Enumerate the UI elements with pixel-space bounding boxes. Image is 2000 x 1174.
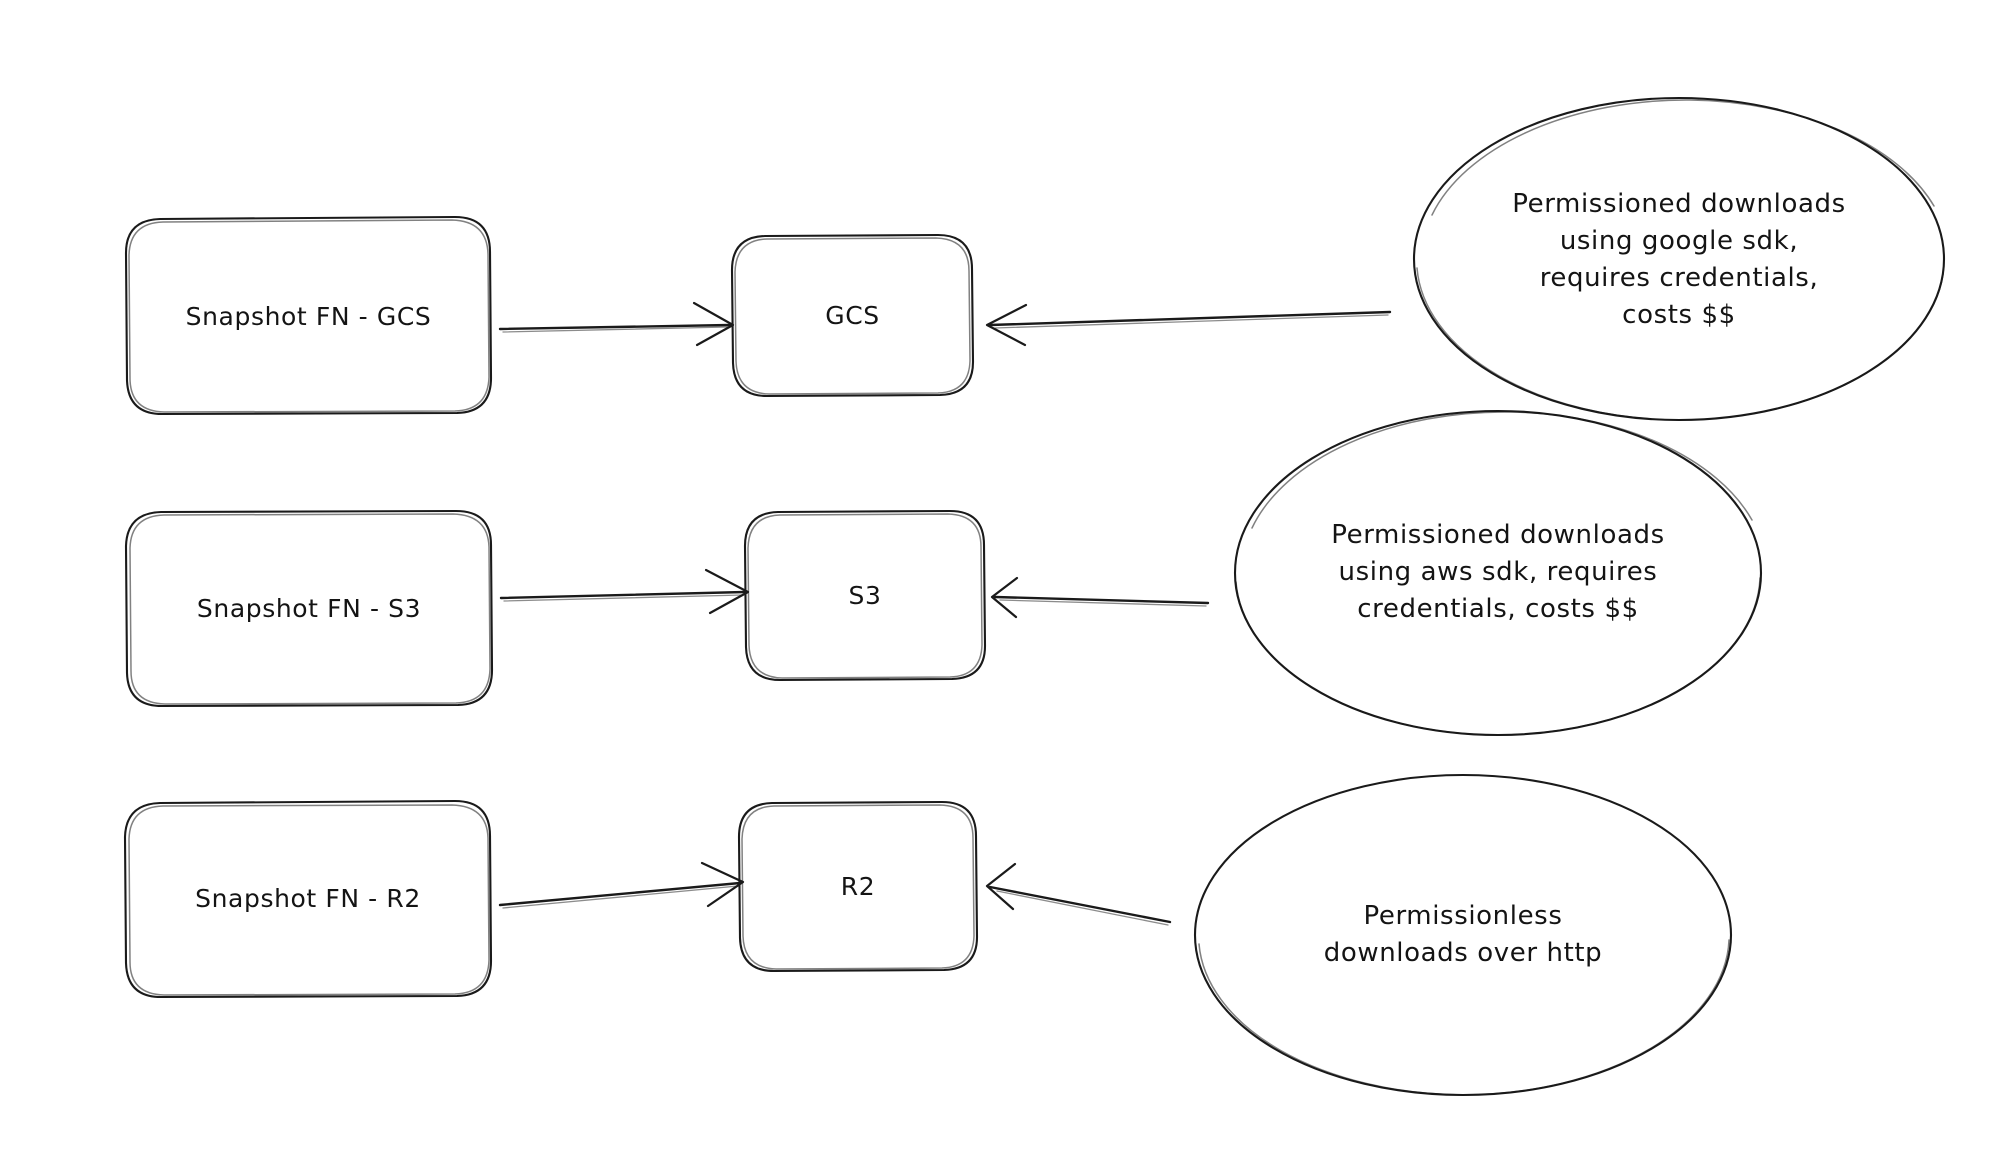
edge-snapshot-r2[interactable]: [498, 861, 745, 909]
node-note-s3[interactable]: [1233, 409, 1763, 737]
edge-snapshot-gcs[interactable]: [498, 301, 735, 347]
edge-note-r2[interactable]: [985, 862, 1172, 926]
edge-note-s3[interactable]: [990, 576, 1210, 619]
node-snapshot-fn-s3[interactable]: [124, 509, 494, 708]
node-snapshot-fn-gcs[interactable]: [124, 215, 493, 416]
node-gcs[interactable]: [730, 233, 975, 398]
node-note-r2[interactable]: [1193, 773, 1733, 1097]
node-s3[interactable]: [743, 509, 987, 682]
node-r2[interactable]: [737, 800, 979, 973]
node-note-gcs[interactable]: [1412, 96, 1946, 422]
edge-snapshot-s3[interactable]: [499, 568, 750, 615]
edge-note-gcs[interactable]: [985, 303, 1392, 347]
node-snapshot-fn-r2[interactable]: [123, 799, 493, 999]
